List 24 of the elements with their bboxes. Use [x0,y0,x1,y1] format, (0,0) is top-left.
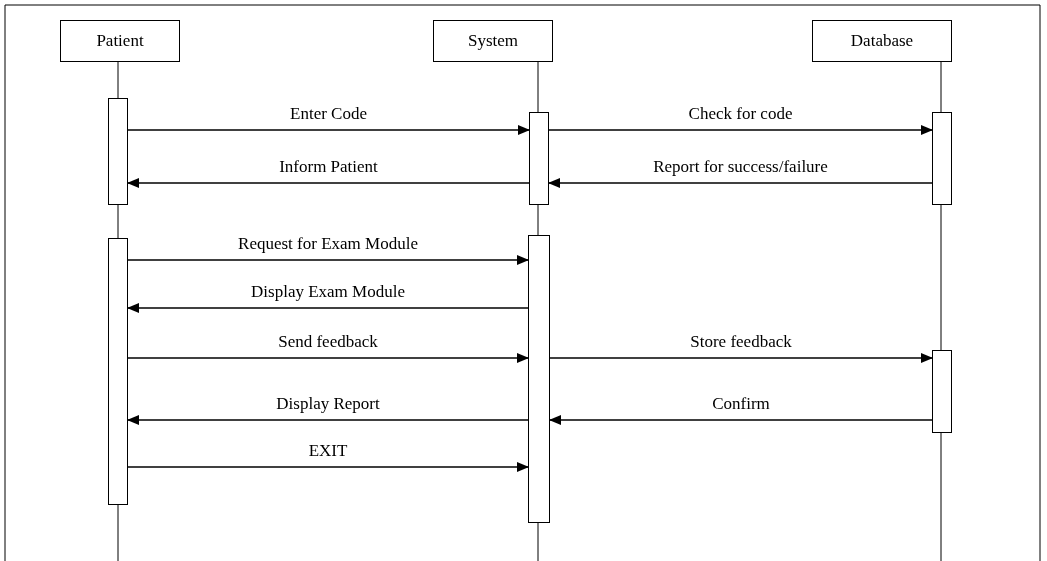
message-label: Display Report [276,394,380,414]
message-arrow [127,462,529,472]
message-arrow [548,178,933,188]
message-arrow [127,125,530,135]
activation-bar [108,238,128,505]
activation-bar [529,112,549,205]
activation-bar [932,350,952,433]
lifeline-header: Database [812,20,952,62]
message-label: Request for Exam Module [238,234,418,254]
message-arrow [127,255,529,265]
message-arrow [127,353,529,363]
message-arrow [549,415,933,425]
message-arrow [549,353,933,363]
activation-bar [108,98,128,205]
message-label: Report for success/failure [653,157,828,177]
lifeline-header: System [433,20,553,62]
activation-bar [932,112,952,205]
message-arrow [127,178,530,188]
message-arrow [127,415,529,425]
message-arrow [127,303,529,313]
message-arrow [548,125,933,135]
activation-bar [528,235,550,523]
message-label: Display Exam Module [251,282,405,302]
lifeline-header: Patient [60,20,180,62]
